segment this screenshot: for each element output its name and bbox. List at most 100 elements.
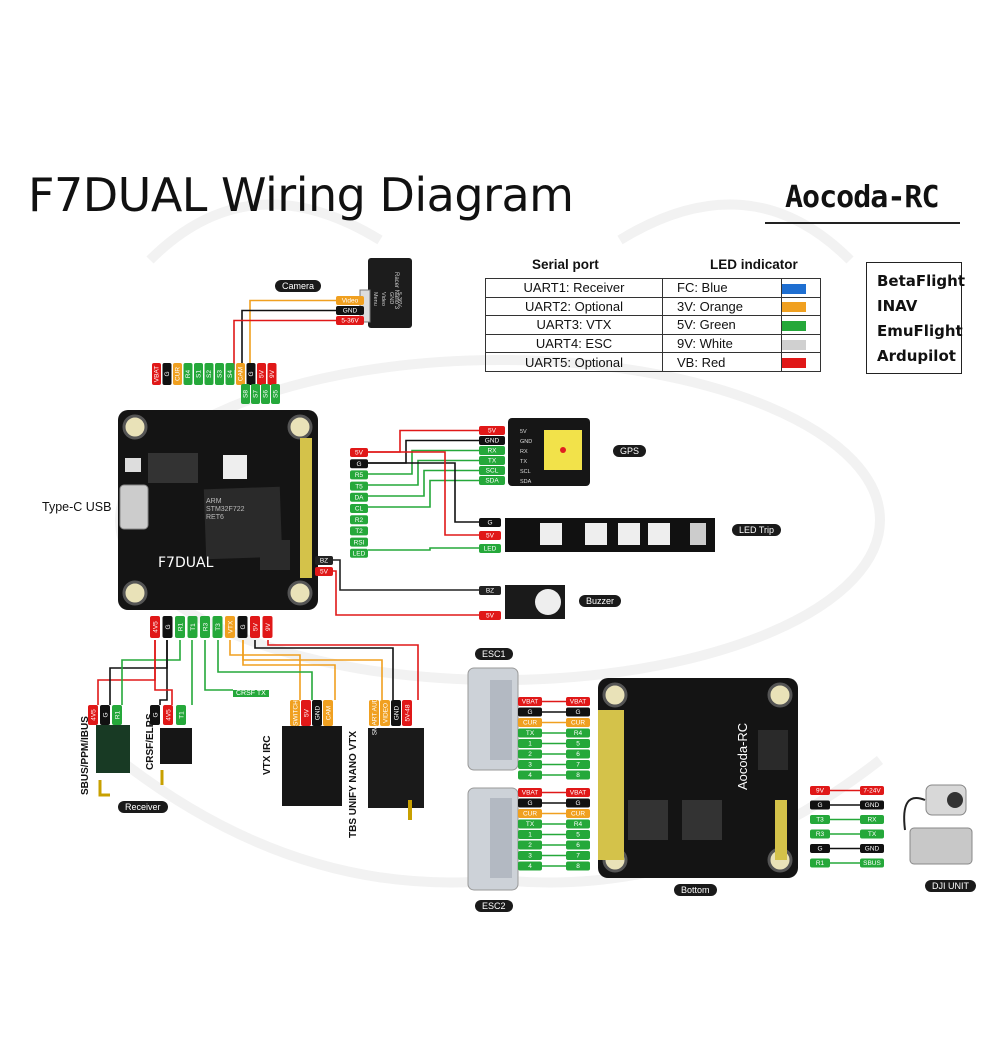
- esc-right-pin: 7: [566, 851, 590, 860]
- gps-pin-text: RX: [487, 448, 497, 455]
- dji-right-pin: RX: [860, 815, 884, 824]
- esc-right-pin-text: 7: [576, 853, 580, 860]
- rx-wire: [154, 640, 173, 705]
- dji-right-pin: GND: [860, 800, 884, 810]
- fc-top-pin-text: S2: [206, 370, 213, 378]
- esc-right-pin: R4: [566, 728, 590, 738]
- fc-right-pin-text: DA: [354, 495, 364, 502]
- esc-right-pin: G: [566, 707, 590, 717]
- dji-right-pin: 7-24V: [860, 786, 884, 795]
- vtx-irc-label: VTX IRC: [262, 735, 273, 775]
- led-pin-text: G: [487, 520, 492, 527]
- gps-board-pin-text: SDA: [520, 479, 532, 485]
- fc-bottom-pin-text: G: [165, 624, 172, 629]
- serial-port-cell: UART1: Receiver: [485, 278, 663, 298]
- esc-left-pin: VBAT: [518, 697, 542, 706]
- buzzer-pin: 5V: [479, 611, 501, 620]
- dji-left-pin-text: 9V: [816, 788, 825, 795]
- gps-pin: SDA: [479, 476, 505, 485]
- rx1-pin-text: G: [103, 712, 110, 717]
- fc-top-pin: G: [162, 363, 172, 385]
- color-swatch: [782, 283, 806, 294]
- vtx-wire: [254, 640, 394, 700]
- rx1-pin-text: R1: [115, 710, 122, 719]
- fc-buzzer-pin-text: BZ: [320, 558, 328, 565]
- crsf-tx-label: CRSF TX: [233, 690, 269, 697]
- led-strip: [505, 518, 715, 552]
- tbs-vtx-label: TBS UNIFY NANO VTX: [348, 730, 359, 838]
- fc-top-row2-pin: S8: [241, 384, 250, 404]
- fc-top-pin: S1: [194, 363, 203, 385]
- chip-line: RET6: [206, 514, 224, 521]
- rx2-pin: 4V5: [163, 705, 173, 725]
- esc-right-pin: 6: [566, 749, 590, 759]
- gps-pin-text: SDA: [485, 478, 499, 485]
- page-title: F7DUAL Wiring Diagram: [28, 168, 574, 222]
- camera-device-pin-text: Menu: [372, 292, 378, 306]
- vtx2-pin-text: SMART AUDIO: [372, 691, 379, 736]
- esc-right-pin-text: R4: [574, 730, 583, 737]
- serial-port-cell: UART2: Optional: [485, 296, 663, 317]
- vtx1-pin-text: 5V: [304, 708, 311, 717]
- dji-left-pin: G: [810, 800, 830, 810]
- chip-label: ARM STM32F722 RET6: [206, 498, 245, 522]
- firmware-box: BetaFlight INAV EmuFlight Ardupilot: [866, 262, 965, 374]
- esc-left-pin: CUR: [518, 718, 542, 727]
- dji-right-pin-text: RX: [867, 817, 877, 824]
- camera-label: Camera: [275, 280, 322, 292]
- gps-pin: GND: [479, 436, 505, 445]
- color-swatch: [782, 339, 806, 350]
- esc-right-pin: 5: [566, 739, 590, 748]
- fc-bottom-pin: G: [162, 616, 173, 638]
- esc-right-pin-text: CUR: [571, 811, 585, 818]
- fc-top-pin: S4: [225, 363, 235, 385]
- vtx-modules: [282, 726, 424, 820]
- dji-right-pin: TX: [860, 829, 884, 839]
- fc-bottom-pin: VTX: [225, 616, 235, 638]
- buzzer-wire: [333, 570, 479, 616]
- esc-right-pin: 8: [566, 861, 590, 871]
- fc-right-pin-text: CL: [355, 506, 364, 513]
- fc-right-pin-text: RSI: [354, 539, 365, 546]
- gps-wire: [368, 469, 479, 497]
- gps-pin-text: GND: [485, 438, 500, 445]
- fc-bottom-pin-text: 9V: [265, 622, 272, 631]
- fc-top-pin: 5V: [257, 363, 266, 385]
- vtx1-pin-text: GND: [315, 705, 322, 720]
- fc-bottom-pin: R1: [175, 616, 185, 638]
- rx1-pin: R1: [112, 705, 122, 725]
- dji-left-pin-text: R1: [816, 860, 825, 867]
- fc-right-pin-text: 5V: [355, 450, 364, 457]
- fc-buzzer-pin: BZ: [315, 556, 333, 565]
- fc-buzzer-pin-text: 5V: [320, 569, 329, 576]
- serial-port-cell: UART4: ESC: [485, 333, 663, 354]
- vtx-wire: [229, 640, 301, 700]
- esc-right-pin-text: VBAT: [570, 790, 587, 797]
- esc-right-pin-text: 6: [576, 842, 580, 849]
- fc-bottom-pin-text: R1: [178, 622, 185, 631]
- dji-unit-label: DJI UNIT: [925, 880, 976, 892]
- fc-right-pin: R2: [350, 515, 368, 525]
- esc-right-pin: VBAT: [566, 788, 590, 797]
- esc-left-pin-text: TX: [526, 730, 535, 737]
- esc-right-pin: 5: [566, 830, 590, 839]
- rx-wire: [97, 640, 156, 705]
- serial-port-cell: UART3: VTX: [485, 315, 663, 335]
- rx-wire: [159, 640, 168, 705]
- camera-pin-text: 5-36V: [341, 318, 359, 325]
- gps-pin-text: SCL: [486, 468, 499, 475]
- led-trip-label: LED Trip: [732, 524, 782, 536]
- gps-board-pin-text: TX: [520, 459, 527, 465]
- esc-left-pin-text: 1: [528, 741, 532, 748]
- fc-board: [118, 410, 318, 610]
- fc-bottom-pin: G: [237, 616, 248, 638]
- dji-left-pin-text: G: [817, 802, 822, 809]
- gps-board-pin-text: 5V: [520, 429, 527, 435]
- fc-top-row2-pin-text: S6: [263, 390, 270, 398]
- rx1-pin-text: 4V5: [91, 709, 98, 721]
- vtx2-pin-text: VIDEO: [383, 703, 390, 723]
- esc-right-pin-text: 8: [576, 863, 580, 870]
- gps-pin: SCL: [479, 466, 505, 475]
